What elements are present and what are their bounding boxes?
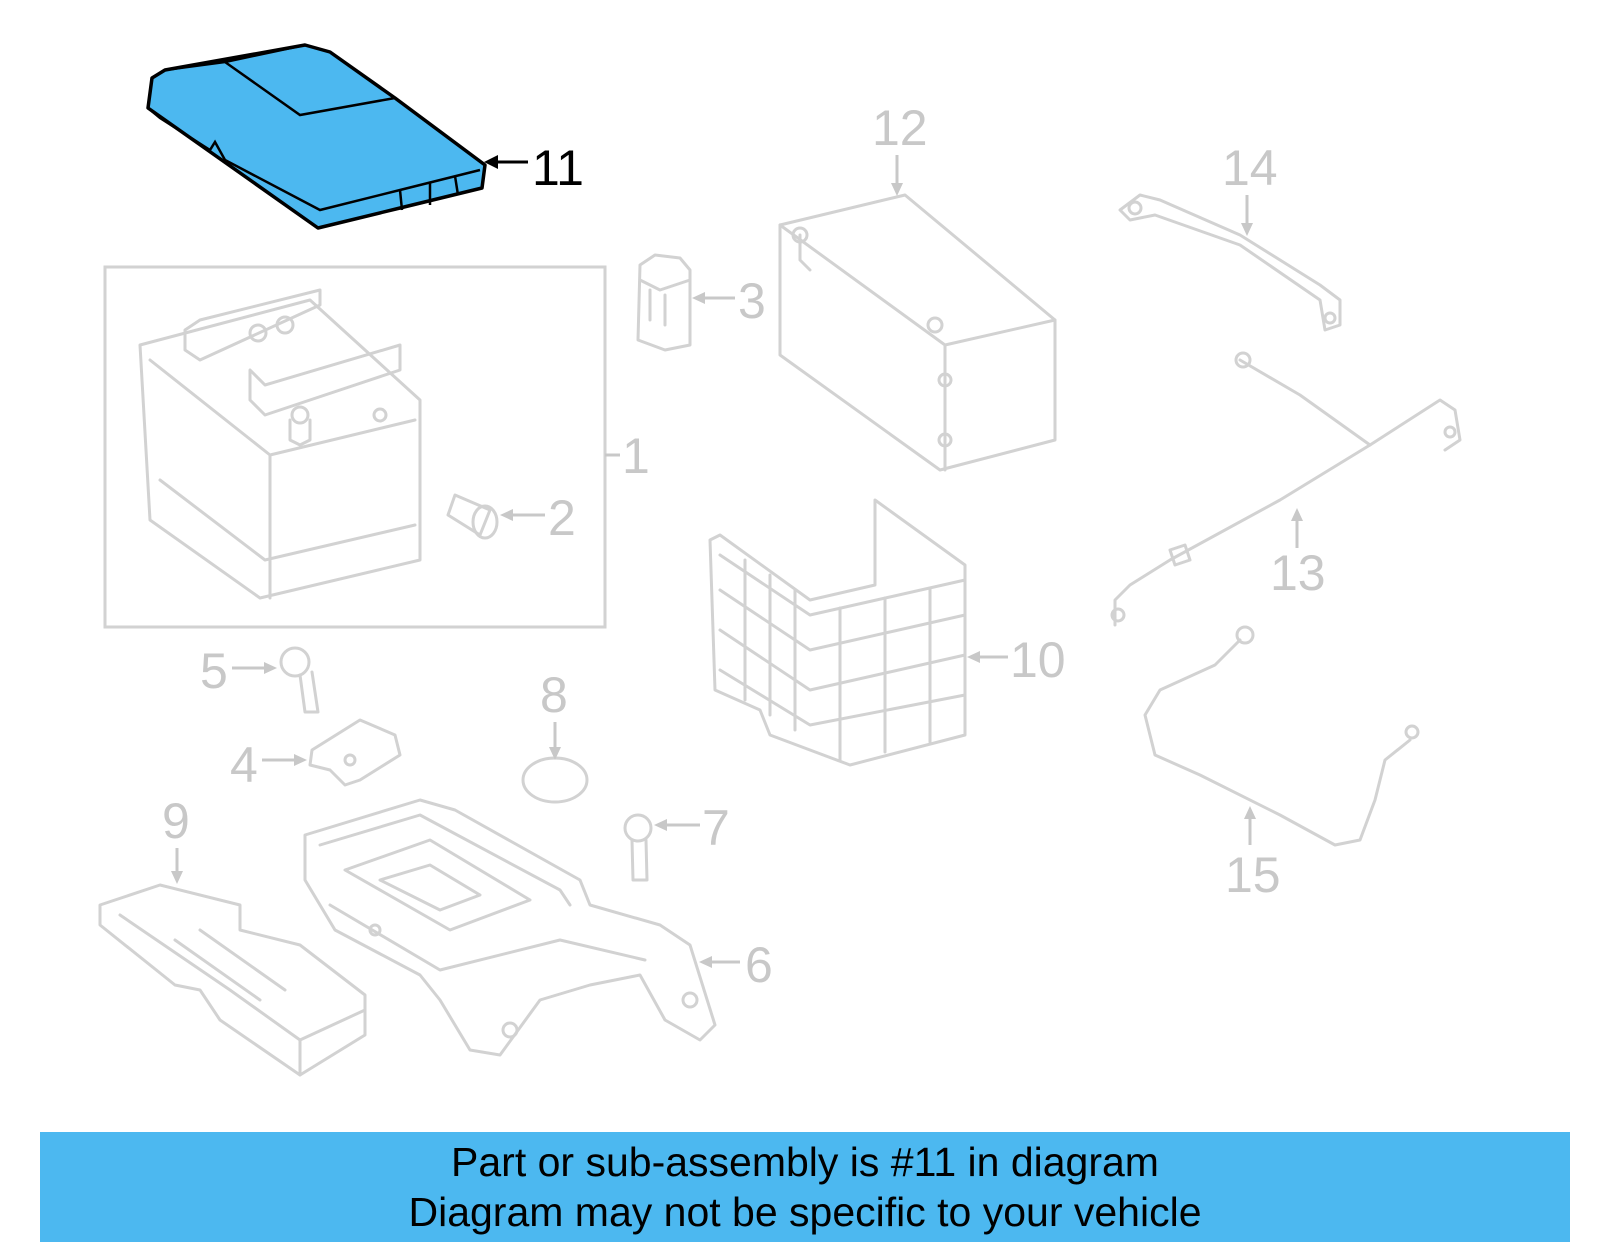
svg-text:9: 9 <box>162 793 190 849</box>
callout-7: 7 <box>654 800 730 856</box>
part-13-cable[interactable] <box>1110 351 1462 627</box>
callout-10: 10 <box>967 632 1066 688</box>
info-banner: Part or sub-assembly is #11 in diagram D… <box>40 1132 1570 1242</box>
callout-15: 15 <box>1225 806 1281 903</box>
part-8-ring[interactable] <box>521 756 589 804</box>
part-14-cable[interactable] <box>1118 193 1342 332</box>
callout-3: 3 <box>692 273 766 329</box>
svg-text:11: 11 <box>532 140 584 196</box>
part-1-battery-assembly[interactable] <box>103 265 607 629</box>
part-4-bracket[interactable] <box>308 718 402 787</box>
svg-text:14: 14 <box>1222 140 1278 196</box>
svg-text:4: 4 <box>230 737 258 793</box>
banner-line-part-number: Part or sub-assembly is #11 in diagram <box>451 1139 1159 1185</box>
part-3-cap[interactable] <box>636 253 692 352</box>
parts-diagram: 11 1 2 3 <box>98 43 1462 1077</box>
svg-text:6: 6 <box>745 937 773 993</box>
svg-text:13: 13 <box>1270 545 1326 601</box>
callout-9: 9 <box>162 793 190 884</box>
callout-5: 5 <box>200 643 277 699</box>
svg-text:3: 3 <box>738 273 766 329</box>
svg-text:7: 7 <box>702 800 730 856</box>
part-9-tray-plate[interactable] <box>98 883 367 1077</box>
part-7-bolt[interactable] <box>623 813 653 882</box>
callout-1: 1 <box>605 428 650 484</box>
svg-text:2: 2 <box>548 490 576 546</box>
callout-6: 6 <box>699 937 773 993</box>
svg-text:1: 1 <box>622 428 650 484</box>
svg-text:10: 10 <box>1010 632 1066 688</box>
part-2-plug[interactable] <box>446 493 499 540</box>
callout-8: 8 <box>540 667 568 760</box>
part-10-battery-box[interactable] <box>708 498 967 767</box>
svg-text:15: 15 <box>1225 847 1281 903</box>
svg-text:5: 5 <box>200 643 228 699</box>
banner-line-disclaimer: Diagram may not be specific to your vehi… <box>408 1189 1202 1235</box>
part-12-battery[interactable] <box>778 193 1057 472</box>
callout-14: 14 <box>1222 140 1278 236</box>
svg-text:8: 8 <box>540 667 568 723</box>
svg-text:12: 12 <box>872 100 928 156</box>
callout-11: 11 <box>484 140 584 196</box>
callout-2: 2 <box>500 490 576 546</box>
part-6-battery-tray[interactable] <box>303 798 717 1057</box>
part-5-bolt[interactable] <box>279 646 320 714</box>
part-11-battery-cover[interactable] <box>146 43 487 230</box>
callout-13: 13 <box>1270 508 1326 601</box>
callout-12: 12 <box>872 100 928 196</box>
part-15-cable[interactable] <box>1143 625 1420 847</box>
callout-4: 4 <box>230 737 307 793</box>
